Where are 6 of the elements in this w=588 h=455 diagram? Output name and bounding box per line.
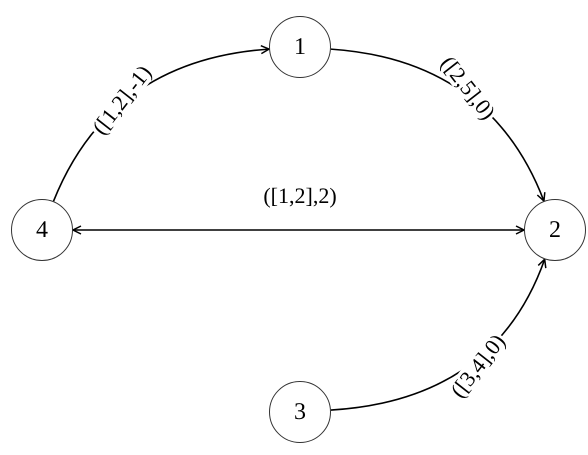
node-number: 3 (294, 400, 306, 424)
arrow (72, 225, 525, 235)
node-number: 1 (294, 35, 306, 59)
node-number: 4 (36, 218, 48, 242)
edge-label: ([1,2],2) (261, 185, 339, 207)
node-number: 2 (549, 218, 561, 242)
